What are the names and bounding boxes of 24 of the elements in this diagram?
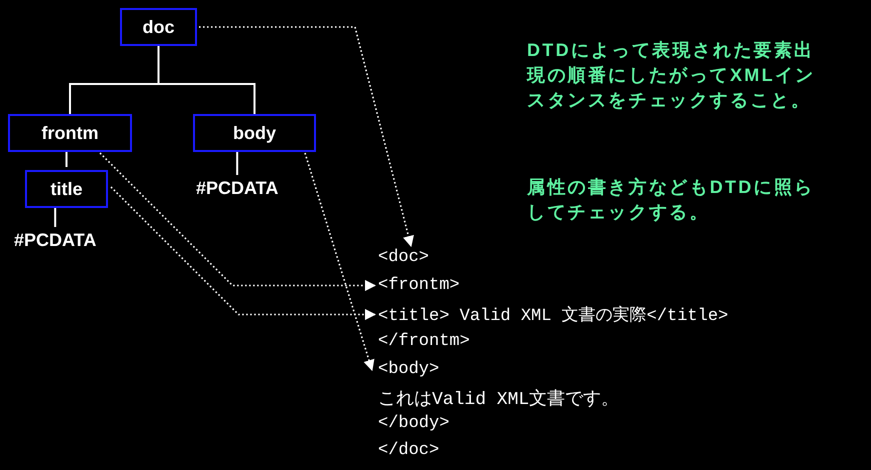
xml-code-line: </frontm> <box>378 332 470 351</box>
xml-code-line: これはValid XML文書です。 <box>378 388 620 410</box>
tree-line <box>66 152 68 167</box>
note-text: 属性の書き方などもDTDに照らしてチェックする。 <box>527 176 816 224</box>
xml-code-line: </body> <box>378 414 450 433</box>
text-content-label: #PCDATA <box>196 178 278 199</box>
arrow <box>199 26 414 248</box>
element-box: doc <box>120 8 197 46</box>
note-text: DTDによって表現された要素出現の順番にしたがってXMLインスタンスをチェックすること。 <box>527 39 816 112</box>
arrow <box>110 186 376 320</box>
tree-line <box>236 152 238 175</box>
tree-line <box>54 208 56 227</box>
arrow <box>304 152 374 372</box>
tree-line <box>158 46 256 114</box>
arrow <box>99 152 376 292</box>
text-content-label: #PCDATA <box>14 230 96 251</box>
element-box: frontm <box>8 114 132 152</box>
xml-code-line: </doc> <box>378 441 440 460</box>
xml-code-line: <doc> <box>378 248 430 267</box>
xml-code-line: <title> Valid XML 文書の実際</title> <box>378 303 728 326</box>
xml-code-line: <body> <box>378 360 440 379</box>
element-box: body <box>193 114 316 152</box>
element-box: title <box>25 170 108 208</box>
xml-code-line: <frontm> <box>378 276 460 295</box>
